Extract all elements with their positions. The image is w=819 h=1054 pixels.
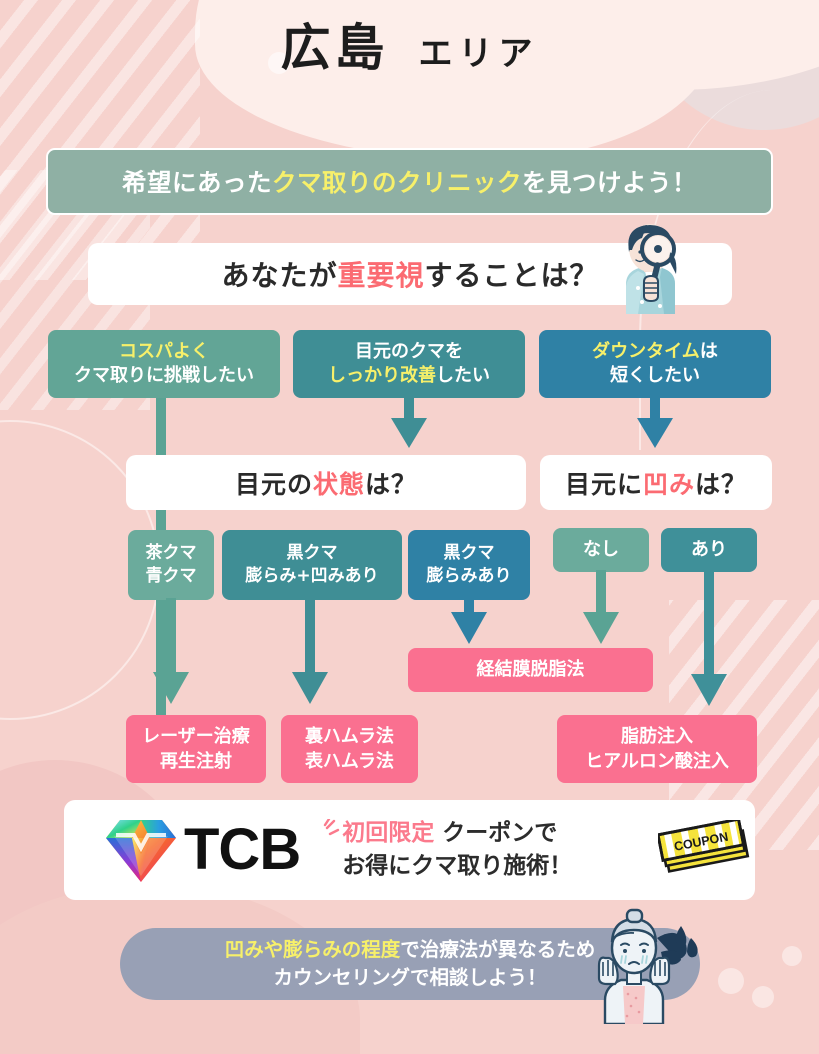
connector-stem-both: [305, 598, 315, 678]
tcb-diamond-icon: [106, 820, 176, 882]
headline-banner: 希望にあったクマ取りのクリニックを見つけよう！: [46, 148, 773, 215]
area-name: 広島: [280, 19, 389, 77]
sparkle-icon: [324, 819, 340, 836]
question-main-highlight: 重要視: [337, 259, 425, 292]
option-dent-none[interactable]: なし: [553, 528, 649, 572]
option-improve-line2-highlight: しっかり改善: [328, 365, 436, 386]
question-state-suffix: は？: [365, 469, 418, 499]
coupon-copy-line1-rest: クーポンで: [434, 820, 558, 847]
question-dent-suffix: は？: [695, 469, 748, 499]
arrow-brown-to-laser: [153, 672, 189, 704]
arrow-downtime-to-dent-question: [637, 418, 673, 448]
result-transconjunctival-fat-removal[interactable]: 経結膜脱脂法: [408, 648, 653, 692]
coupon-copy-highlight: 初回限定: [342, 820, 435, 847]
option-cost-performance[interactable]: コスパよく クマ取りに挑戦したい: [48, 330, 280, 398]
tcb-logo: TCB: [102, 814, 301, 886]
page-title: 広島 エリア: [0, 8, 819, 80]
result-injection-line2: ヒアルロン酸注入: [585, 751, 729, 772]
option-bulge-line1: 黒クマ: [443, 543, 495, 564]
footer-line1-highlight: 凹みや膨らみの程度: [224, 937, 401, 961]
coupon-copy-line1: 初回限定 クーポンで: [342, 817, 572, 850]
option-both-line2: 膨らみ+凹みあり: [245, 566, 379, 586]
footer-line1-rest: で治療法が異なるため: [400, 937, 596, 961]
headline-suffix: を見つけよう！: [522, 168, 697, 197]
arrow-improve-to-state-question: [391, 418, 427, 448]
result-fat-and-hyaluronic-injection[interactable]: 脂肪注入 ヒアルロン酸注入: [557, 715, 757, 783]
question-eye-condition: 目元の状態は？: [126, 455, 526, 510]
result-hamura-line1: 裏ハムラ法: [304, 725, 395, 747]
connector-stem-downtime: [650, 398, 660, 424]
option-short-downtime[interactable]: ダウンタイムは 短くしたい: [539, 330, 771, 398]
option-black-bulge-only[interactable]: 黒クマ 膨らみあり: [408, 530, 530, 600]
result-laser-treatment[interactable]: レーザー治療 再生注射: [126, 715, 266, 783]
question-dent-prefix: 目元に: [564, 469, 643, 499]
coupon-copy-line2: お得にクマ取り施術！: [342, 853, 573, 879]
footer-line1: 凹みや膨らみの程度で治療法が異なるため: [225, 936, 596, 964]
headline-prefix: 希望にあった: [122, 168, 272, 197]
option-improve-line1: 目元のクマを: [355, 340, 463, 362]
option-cost-line1: コスパよく: [119, 340, 209, 362]
option-none-label: なし: [583, 538, 619, 560]
connector-stem-dent-yes: [704, 570, 714, 680]
footer-note-banner: 凹みや膨らみの程度で治療法が異なるため カウンセリングで相談しよう！: [120, 928, 700, 1000]
option-brown-line2: 青クマ: [145, 566, 197, 586]
question-main: あなたが重要視することは？: [88, 243, 732, 305]
tcb-wordmark: TCB: [184, 817, 301, 882]
woman-with-magnifier-illustration: [626, 224, 677, 314]
option-both-line1: 黒クマ: [286, 543, 338, 564]
option-improve-line2-plain: したい: [436, 365, 490, 386]
option-downtime-line2: 短くしたい: [610, 365, 700, 386]
headline-highlight: クマ取りのクリニック: [272, 168, 522, 197]
coupon-copy: 初回限定 クーポンで お得にクマ取り施術！: [324, 817, 573, 882]
worried-woman-illustration: [597, 908, 698, 1024]
connector-stem-bulge: [464, 598, 474, 618]
option-downtime-line1-plain: は: [699, 340, 718, 362]
background-dot-3: [782, 946, 802, 966]
background-dot-2: [752, 986, 774, 1008]
option-yes-label: あり: [691, 538, 727, 560]
connector-stem-dent-none: [596, 570, 606, 616]
option-cost-line2: クマ取りに挑戦したい: [74, 365, 254, 386]
option-dent-yes[interactable]: あり: [661, 528, 757, 572]
option-brown-blue-circles[interactable]: 茶クマ 青クマ: [128, 530, 214, 600]
option-downtime-line1: ダウンタイムは: [592, 340, 718, 364]
option-brown-line1: 茶クマ: [145, 543, 197, 564]
question-dent-highlight: 凹み: [642, 469, 695, 499]
arrow-both-to-hamura: [292, 672, 328, 704]
result-laser-line1: レーザー治療: [142, 725, 250, 747]
option-improve-line2: しっかり改善したい: [328, 364, 490, 388]
result-injection-line1: 脂肪注入: [621, 725, 693, 747]
result-transconjunctival-label: 経結膜脱脂法: [476, 659, 585, 681]
arrow-dent-none-to-transconjunctival: [583, 612, 619, 644]
arrow-dent-yes-to-injection: [691, 674, 727, 706]
result-hamura-line2: 表ハムラ法: [304, 751, 395, 772]
question-main-suffix: することは？: [424, 259, 599, 292]
result-laser-line2: 再生注射: [160, 751, 232, 772]
question-main-prefix: あなたが: [221, 259, 338, 292]
option-black-bulge-and-dent[interactable]: 黒クマ 膨らみ+凹みあり: [222, 530, 402, 600]
tcb-coupon-banner[interactable]: TCB 初回限定 クーポンで お得にクマ取り施術！: [64, 800, 755, 900]
footer-line2: カウンセリングで相談しよう！: [273, 966, 547, 989]
option-improve-darkcircles[interactable]: 目元のクマを しっかり改善したい: [293, 330, 525, 398]
connector-stem-improve: [404, 398, 414, 424]
result-hamura-method[interactable]: 裏ハムラ法 表ハムラ法: [281, 715, 418, 783]
coupon-ticket-icon: COUPON: [658, 820, 750, 873]
connector-stem-brown: [166, 598, 176, 678]
question-eye-dent: 目元に凹みは？: [540, 455, 772, 510]
area-suffix: エリア: [418, 34, 539, 74]
option-bulge-line2: 膨らみあり: [426, 566, 512, 586]
question-state-highlight: 状態: [312, 469, 365, 499]
option-downtime-line1-highlight: ダウンタイム: [592, 340, 700, 362]
question-state-prefix: 目元の: [234, 469, 313, 499]
arrow-bulge-to-transconjunctival: [451, 612, 487, 644]
